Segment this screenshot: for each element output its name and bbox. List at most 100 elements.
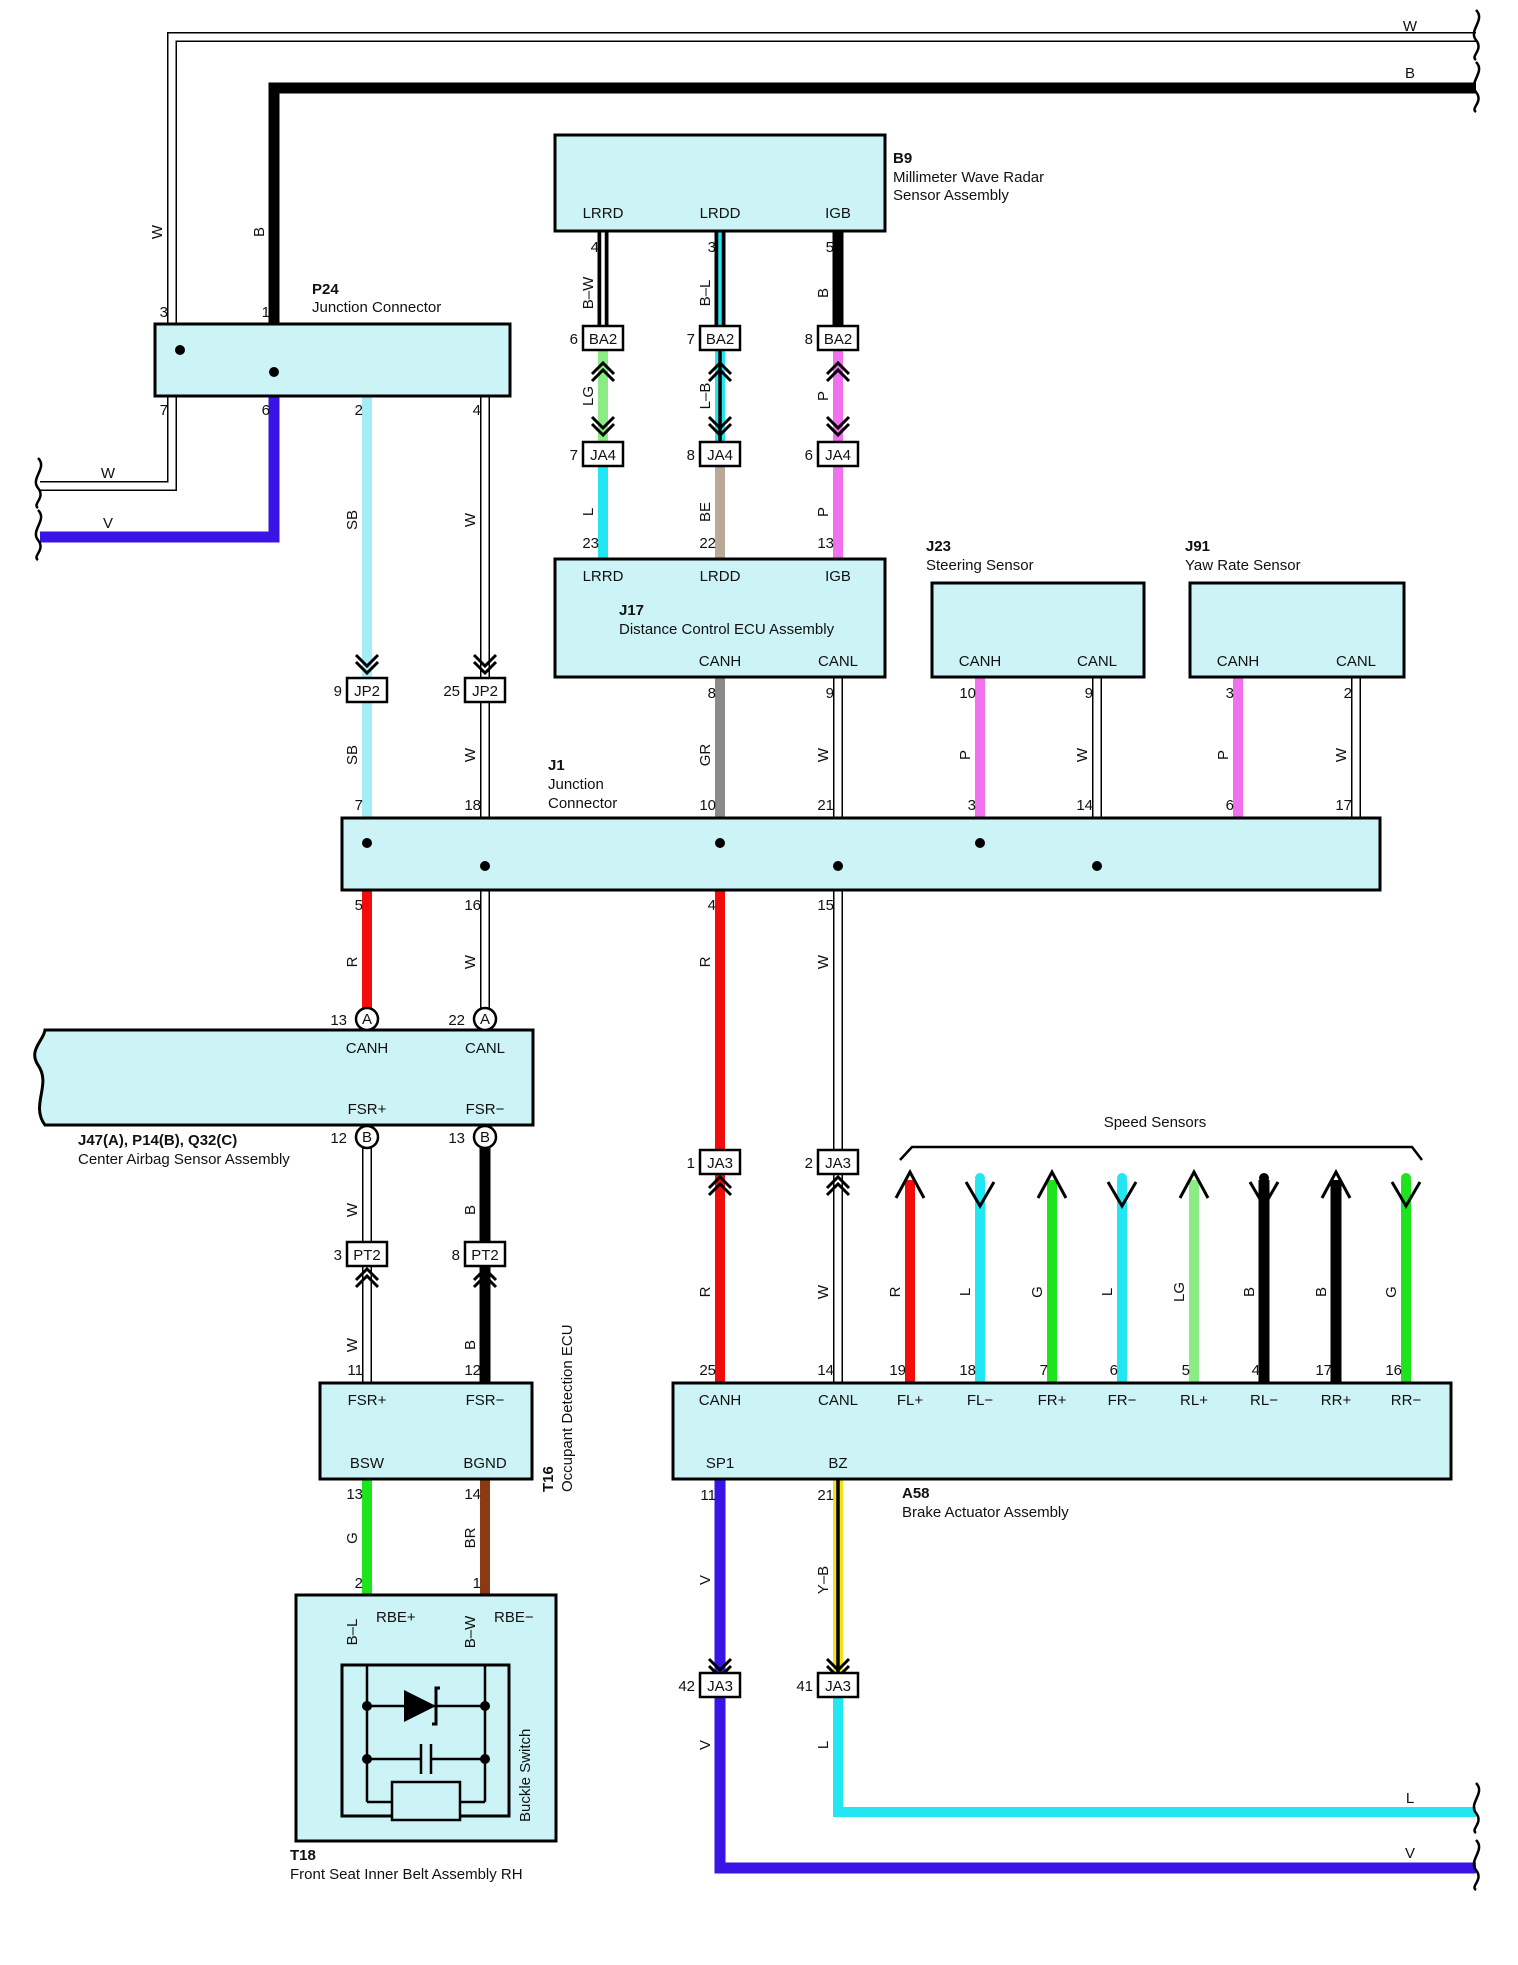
a58-pin-label-3: FL+ xyxy=(897,1392,924,1409)
j91-pin-canl: CANL xyxy=(1336,653,1376,670)
t18-pin-rbe-minus: RBE− xyxy=(494,1609,534,1626)
wire-label-p24-b: B xyxy=(251,227,268,237)
j17-pin-igb: IGB xyxy=(825,568,851,585)
ba2-connector-2-box xyxy=(698,324,742,352)
buckle-junction-dots xyxy=(362,1701,490,1764)
p24-name: Junction Connector xyxy=(312,299,441,316)
airbag-conn-a1-circle xyxy=(354,1006,380,1032)
j91-name: Yaw Rate Sensor xyxy=(1185,557,1301,574)
pt2-connector-1-box xyxy=(345,1240,389,1268)
t16-pin-bgnd: BGND xyxy=(463,1455,507,1472)
ja3-pin-41: 41 xyxy=(796,1678,813,1695)
ja4-connector-2-label: JA4 xyxy=(707,447,733,464)
left-v-wire xyxy=(40,396,280,543)
airbag-conn-a2-label: A xyxy=(480,1011,490,1028)
wire-label-p: P xyxy=(815,391,832,401)
wire-label-t18-bl: B–L xyxy=(344,1619,361,1646)
j1-top-pin-6: 6 xyxy=(1226,797,1234,814)
a58-pin-sp1: SP1 xyxy=(706,1455,734,1472)
wire-label-speed-6: B xyxy=(1241,1287,1258,1297)
p24-box xyxy=(153,322,512,398)
a58-pin-label-2: CANL xyxy=(818,1392,858,1409)
connector-layer xyxy=(345,324,1422,1699)
break-bottom-l xyxy=(1472,1782,1481,1835)
v-wire-bottom xyxy=(714,1697,1476,1874)
a58-top-pin-7: 5 xyxy=(1182,1362,1190,1379)
wire-label-speed-2: L xyxy=(957,1288,974,1296)
pt2-chevron-1 xyxy=(354,1266,380,1289)
wire-label-j1-r: R xyxy=(344,956,361,967)
airbag-pin-12b: 12 xyxy=(330,1130,347,1147)
ja3-pin-1: 1 xyxy=(687,1155,695,1172)
pt2-connector-2-label: PT2 xyxy=(471,1247,499,1264)
ba2-pin-8: 8 xyxy=(805,331,813,348)
wire-label-j1-w2: W xyxy=(815,954,832,969)
ja3-bot-connector-2-box xyxy=(816,1671,860,1699)
ja4-pin-7: 7 xyxy=(570,447,578,464)
ja3-chevron-2 xyxy=(825,1174,851,1197)
j17-pin-8: 8 xyxy=(708,685,716,702)
t18-pin-2: 2 xyxy=(355,1575,363,1592)
b9-pin-lrrd: LRRD xyxy=(583,205,624,222)
wire-label-br: BR xyxy=(462,1527,479,1548)
buckle-switch-label: Buckle Switch xyxy=(517,1729,534,1822)
j1-top-pin-21: 21 xyxy=(817,797,834,814)
j1-top-pin-7: 7 xyxy=(355,797,363,814)
a58-top-pin-2: 14 xyxy=(817,1362,834,1379)
j23-id: J23 xyxy=(926,538,951,555)
wire-label-j91-p: P xyxy=(1215,750,1232,760)
t16-pin-fsr-plus: FSR+ xyxy=(348,1392,387,1409)
ja4-chevron-1 xyxy=(590,415,616,438)
j17-pin-23: 23 xyxy=(582,535,599,552)
wire-break-symbols xyxy=(34,9,1481,1892)
jp2-chevron-1 xyxy=(354,653,380,676)
a58-top-pin-4: 18 xyxy=(959,1362,976,1379)
wire-label-speed-5: LG xyxy=(1171,1282,1188,1302)
t18-pin-rbe-plus: RBE+ xyxy=(376,1609,416,1626)
wire-label-ja3-w: W xyxy=(815,1284,832,1299)
l-wire-bottom xyxy=(833,1697,1476,1817)
a58-top-pin-5: 7 xyxy=(1040,1362,1048,1379)
speed-arrow-up-7 xyxy=(1320,1168,1352,1199)
j1-top-pin-17: 17 xyxy=(1335,797,1352,814)
a58-top-pin-6: 6 xyxy=(1110,1362,1118,1379)
p24-pin-4: 4 xyxy=(473,402,481,419)
wire-label-j1-w: W xyxy=(462,954,479,969)
j1-id: J1 xyxy=(548,757,565,774)
ja4-pin-6: 6 xyxy=(805,447,813,464)
wire-label-l: L xyxy=(580,508,597,516)
wire-label-pt2-b: B xyxy=(462,1340,479,1350)
ja3-bot-connector-1-box xyxy=(698,1671,742,1699)
t16-name: Occupant Detection ECU xyxy=(559,1324,576,1492)
j1-pin-5: 5 xyxy=(355,897,363,914)
j17-pin-lrrd: LRRD xyxy=(583,568,624,585)
a58-top-pin-10: 16 xyxy=(1385,1362,1402,1379)
a58-pin-label-10: RR− xyxy=(1391,1392,1422,1409)
ba2-connector-3-label: BA2 xyxy=(824,331,852,348)
wire-label-ab-b: B xyxy=(462,1205,479,1215)
a58-pin-bz: BZ xyxy=(828,1455,847,1472)
j17-box xyxy=(553,557,887,679)
ba2-chevron-3 xyxy=(825,360,851,383)
wire-label-left-v: V xyxy=(103,515,113,532)
t18-id: T18 xyxy=(290,1847,316,1864)
t16-pin-bsw: BSW xyxy=(350,1455,385,1472)
top-w-wire xyxy=(168,33,1476,324)
wire-label-j91-w: W xyxy=(1333,747,1350,762)
b9-id: B9 xyxy=(893,150,912,167)
airbag-conn-a2-circle xyxy=(472,1006,498,1032)
airbag-pin-canl: CANL xyxy=(465,1040,505,1057)
j1-top-pin-10: 10 xyxy=(699,797,716,814)
jp2-connector-1-box xyxy=(345,676,389,704)
wire-label-speed-1: R xyxy=(887,1286,904,1297)
ja3-connector-1-label: JA3 xyxy=(707,1155,733,1172)
airbag-pin-fsr-minus: FSR− xyxy=(466,1101,505,1118)
speed-sensors-bracket xyxy=(899,1145,1423,1161)
wire-label-speed-4: L xyxy=(1099,1288,1116,1296)
ba2-chevron-2 xyxy=(707,360,733,383)
jp2-connector-1-label: JP2 xyxy=(354,683,380,700)
ja4-connector-3-box xyxy=(816,440,860,468)
p24-splice-1 xyxy=(175,345,185,355)
airbag-box xyxy=(33,1028,535,1127)
j1-name-line1: Junction xyxy=(548,776,604,793)
